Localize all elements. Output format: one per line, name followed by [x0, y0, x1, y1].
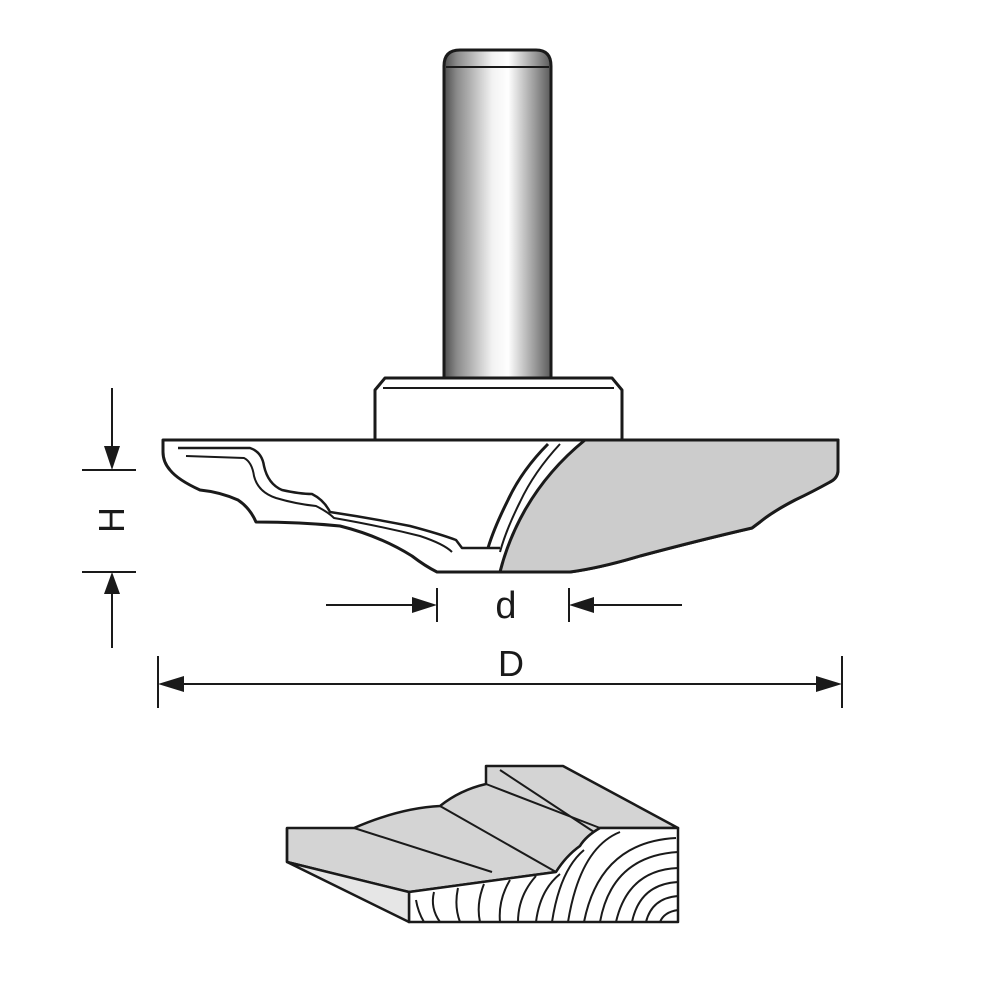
- carbide-insert: [498, 438, 840, 574]
- wood-profile-line-3: [485, 783, 601, 829]
- flute-profile: [178, 446, 500, 550]
- flute-edge: [486, 442, 550, 549]
- arrowhead-left-d: [158, 676, 184, 692]
- arrowhead-left: [569, 597, 594, 613]
- wood-profile-sample: [285, 764, 680, 924]
- arrowhead-right: [412, 597, 437, 613]
- router-bit: [161, 48, 840, 574]
- dimension-small-diameter: [326, 588, 682, 622]
- arrowhead-down: [104, 446, 120, 470]
- wood-side-face: [285, 828, 411, 924]
- label-height: H: [91, 507, 132, 533]
- arrowhead-right-d: [816, 676, 842, 692]
- dimension-large-diameter: [157, 656, 843, 708]
- arrowhead-up: [104, 572, 120, 594]
- dimension-height: [82, 388, 136, 648]
- flute-profile-inner: [185, 455, 453, 553]
- wood-grain: [415, 831, 679, 923]
- wood-profile-line-1: [353, 827, 493, 873]
- label-large-diameter: D: [498, 643, 524, 684]
- flute-edge-2: [499, 443, 561, 553]
- label-small-diameter: d: [495, 585, 516, 627]
- shank: [442, 48, 553, 380]
- wood-profile-line-4: [499, 769, 595, 833]
- wood-profile-line-2: [439, 805, 557, 873]
